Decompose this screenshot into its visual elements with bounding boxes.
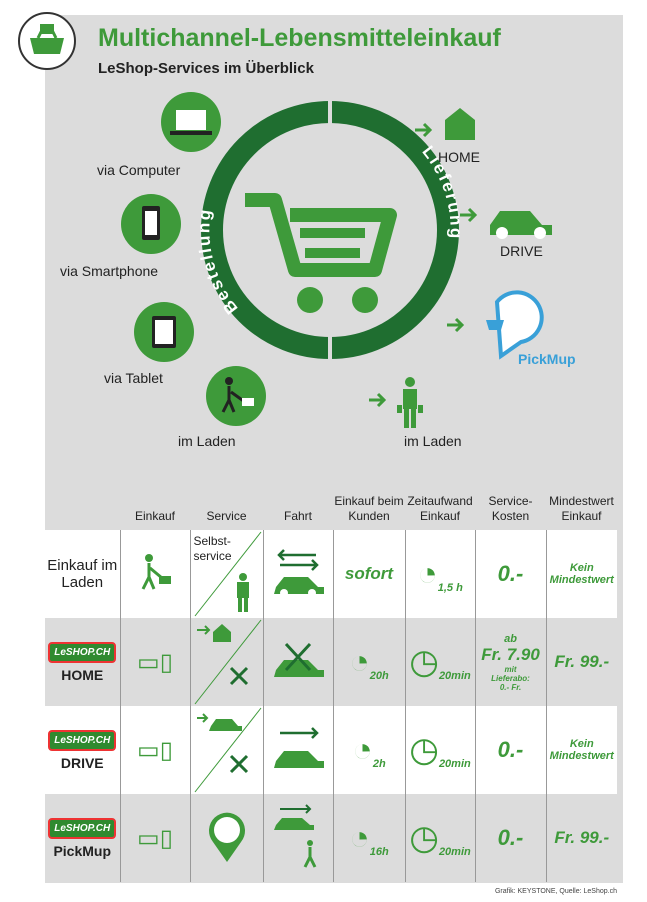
stopwatch-icon: ◷	[409, 731, 439, 769]
drive-service	[189, 706, 263, 794]
header-kunden: Einkauf beim Kunden	[334, 494, 404, 523]
clock-icon: ◔	[352, 730, 373, 769]
person-with-bags-icon	[397, 377, 423, 428]
devices-icon: ▭▯	[119, 794, 190, 882]
drive-walk-icon	[262, 794, 333, 882]
shopper-icon	[119, 530, 190, 618]
devices-icon: ▭▯	[119, 706, 190, 794]
basket-logo-icon	[18, 12, 76, 70]
header-service: Service	[206, 509, 247, 523]
stopwatch-icon: ◷	[409, 819, 439, 857]
computer-icon	[161, 92, 221, 152]
pickup-pin-icon	[189, 794, 263, 882]
zeit-cell: ◷20min	[404, 794, 475, 882]
page-title: Multichannel-Lebensmitteleinkauf	[98, 24, 501, 52]
pickmup-pin-icon	[486, 290, 544, 360]
kunden-cell: ◔16h	[332, 794, 405, 882]
header-zeit: Zeitaufwand Einkauf	[407, 494, 473, 523]
home-delivery-service	[189, 618, 263, 706]
clock-icon: ◔	[417, 554, 438, 593]
kunden-cell: ◔20h	[332, 618, 405, 706]
person-icon	[236, 573, 249, 612]
channels-diagram: Bestellung Lieferung PickMup	[121, 92, 576, 428]
mindest-value: Kein Mindestwert	[545, 706, 617, 794]
no-car-icon	[262, 618, 333, 706]
kosten-value: 0.-	[474, 794, 546, 882]
kunden-cell: ◔2h	[332, 706, 405, 794]
mindest-value: Fr. 99.-	[545, 618, 617, 706]
tablet-icon	[134, 302, 194, 362]
leshop-logo: LeSHOP.CH	[48, 817, 117, 839]
header-fahrt: Fahrt	[283, 509, 312, 523]
zeit-cell: ◔1,5 h	[404, 530, 475, 618]
kunden-value: sofort	[332, 530, 405, 618]
label-via-smartphone: via Smartphone	[60, 263, 159, 279]
stopwatch-icon: ◷	[409, 643, 439, 681]
home-icon	[445, 108, 475, 140]
smartphone-icon	[121, 194, 181, 254]
leshop-logo: LeSHOP.CH	[48, 729, 117, 751]
mindest-value: Kein Mindestwert	[545, 530, 617, 618]
label-via-tablet: via Tablet	[104, 370, 163, 386]
selbst-service-label: Selbst-service	[193, 534, 232, 563]
pickmup-label: PickMup	[518, 351, 576, 367]
shopper-icon	[206, 366, 266, 426]
label-im-laden-delivery: im Laden	[404, 433, 462, 449]
service-cell: Selbst-service	[189, 530, 263, 618]
drive-car-icon	[262, 706, 333, 794]
clock-icon: ◔	[349, 818, 370, 857]
clock-icon: ◔	[349, 642, 370, 681]
mindest-value: Fr. 99.-	[545, 794, 617, 882]
label-drive: DRIVE	[500, 243, 543, 259]
round-trip-car-icon	[262, 530, 333, 618]
zeit-cell: ◷20min	[404, 618, 475, 706]
devices-icon: ▭▯	[119, 618, 190, 706]
label-home: HOME	[438, 149, 480, 165]
label-via-computer: via Computer	[97, 162, 181, 178]
zeit-cell: ◷20min	[404, 706, 475, 794]
leshop-logo: LeSHOP.CH	[48, 641, 117, 663]
label-im-laden-order: im Laden	[178, 433, 236, 449]
header-kosten: Service-Kosten	[488, 494, 533, 523]
page-subtitle: LeShop-Services im Überblick	[98, 60, 314, 77]
header-blank	[45, 478, 120, 530]
row-name: Einkauf im Laden	[45, 530, 120, 618]
comparison-table: Einkauf Service Fahrt Einkauf beim Kunde…	[45, 478, 617, 882]
kosten-value: 0.-	[474, 706, 546, 794]
table-row: Einkauf im Laden Selbst-service sofort ◔…	[45, 530, 617, 618]
shopping-cart-icon	[245, 193, 397, 313]
header-mindest: Mindestwert Einkauf	[549, 494, 614, 523]
credit: Grafik: KEYSTONE, Quelle: LeShop.ch	[494, 888, 617, 895]
header-einkauf: Einkauf	[134, 509, 176, 523]
kosten-value: 0.-	[474, 530, 546, 618]
